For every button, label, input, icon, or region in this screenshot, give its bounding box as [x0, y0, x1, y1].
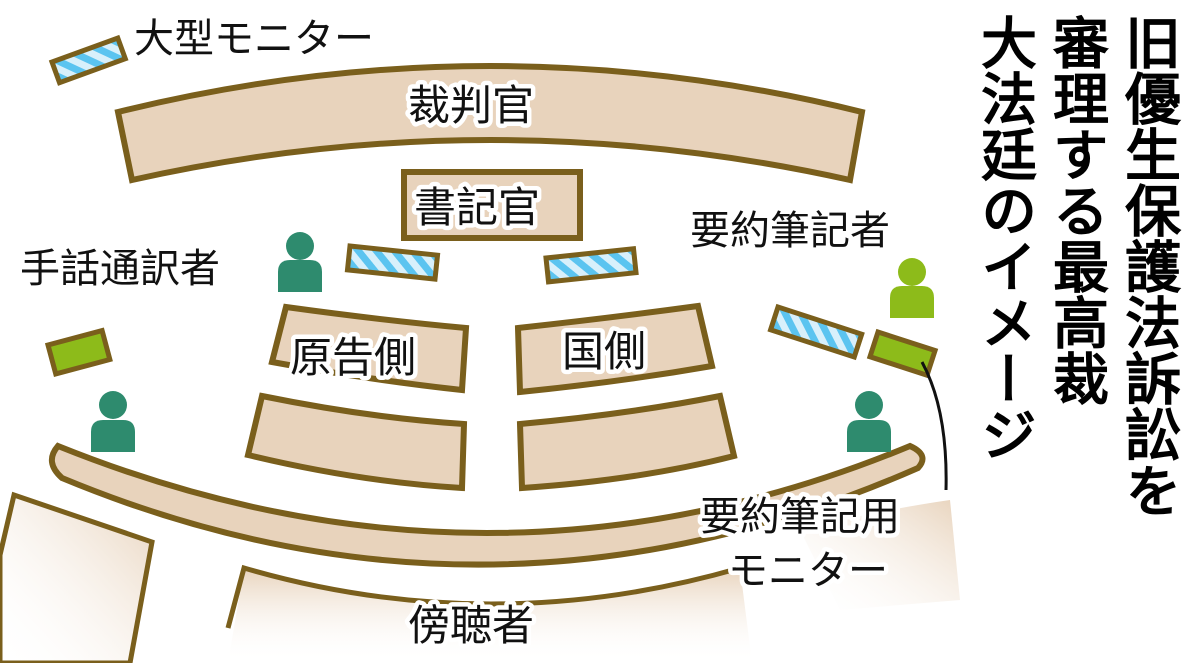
clerk-label: 書記官 [414, 183, 540, 232]
sign-interpreter-person-icon [278, 232, 322, 292]
interpreter-right-person-icon [847, 391, 891, 452]
large-monitor-label: 大型モニター [134, 16, 374, 62]
clerk-monitor-right [543, 246, 639, 285]
judges-bench [114, 63, 866, 184]
plaintiff-desk-back [244, 392, 468, 492]
title-column-3: 大法廷のイメージ [972, 14, 1037, 462]
plaintiff-side-label: 原告側 [290, 333, 416, 382]
clerk-desk [401, 169, 583, 241]
summary-monitor-left [44, 327, 113, 378]
gallery-left [0, 491, 155, 663]
state-desk-back [516, 392, 738, 492]
summary-monitor-label-line1: 要約筆記用 [700, 494, 900, 540]
judges-label: 裁判官 [408, 81, 534, 130]
clerk-monitor-left [344, 243, 441, 282]
interpreter-left-person-icon [91, 391, 135, 452]
summary-monitor-leader-line [920, 361, 948, 491]
bar-railing [49, 442, 926, 568]
diagram-title: 旧優生保護法訴訟を 審理する最高裁 大法廷のイメージ [972, 14, 1182, 518]
summary-monitor-right [866, 328, 939, 379]
title-column-2: 審理する最高裁 [1044, 14, 1110, 406]
state-desk-front [514, 302, 716, 396]
gallery-center-edge [225, 564, 741, 629]
gallery-right [800, 500, 960, 610]
gallery-label: 傍聴者 [408, 601, 534, 650]
summary-writer-label: 要約筆記者 [690, 208, 890, 254]
sign-interpreter-label: 手話通訳者 [20, 246, 220, 292]
summary-monitor-label-line2: モニター [728, 548, 888, 594]
large-monitor [48, 34, 129, 86]
gallery-center [228, 568, 752, 663]
title-column-1: 旧優生保護法訴訟を [1116, 14, 1182, 518]
state-side-label: 国側 [562, 327, 646, 376]
summary-writer-person-icon [890, 258, 934, 318]
plaintiff-desk-front [268, 303, 470, 394]
side-monitor-right [767, 303, 865, 361]
